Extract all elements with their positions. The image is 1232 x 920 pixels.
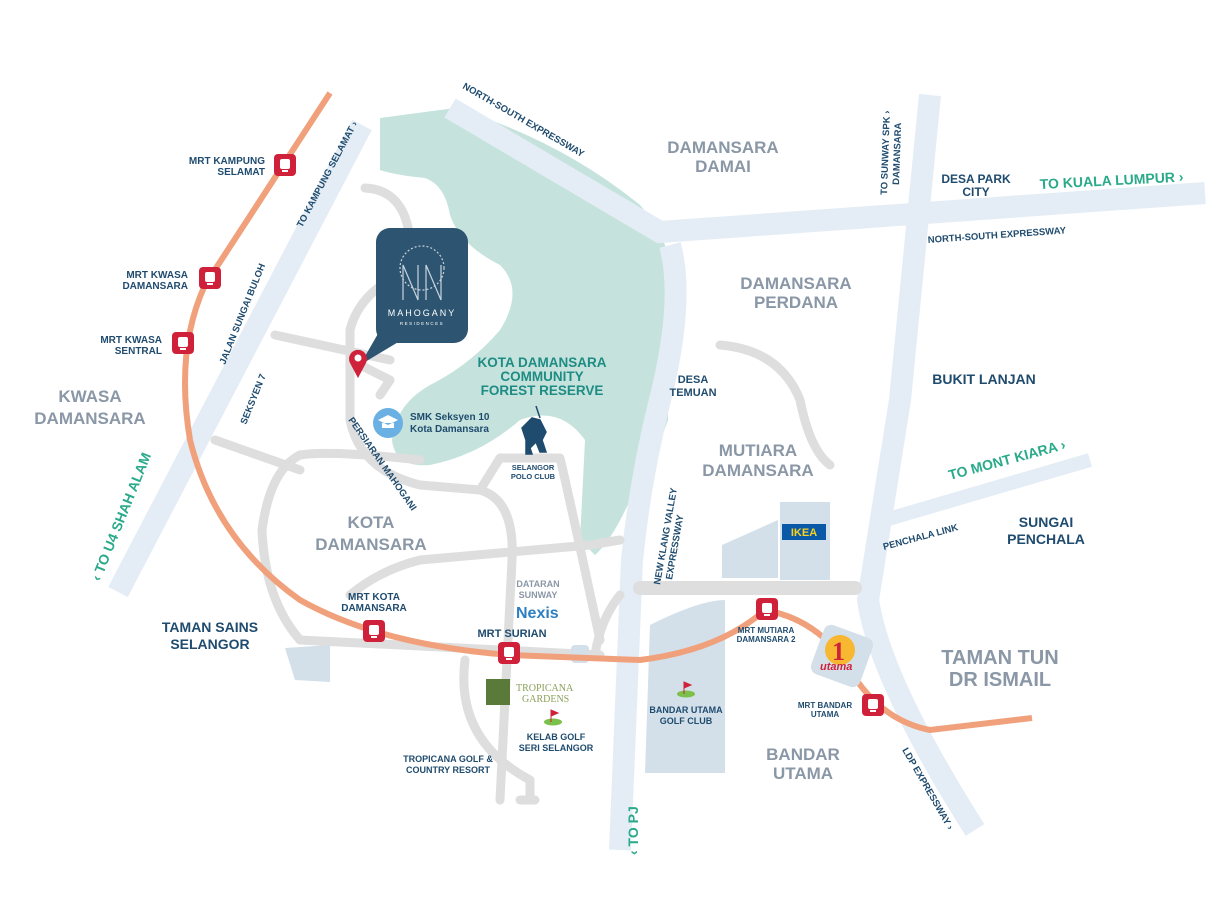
svg-text:GOLF CLUB: GOLF CLUB (660, 716, 713, 726)
svg-text:SEKSYEN 7: SEKSYEN 7 (239, 373, 269, 427)
svg-text:MRT KAMPUNG: MRT KAMPUNG (189, 156, 265, 167)
svg-text:SENTRAL: SENTRAL (115, 346, 162, 357)
mrt-station-icon[interactable] (363, 620, 385, 642)
svg-text:KWASA: KWASA (58, 387, 121, 406)
graduation-cap-icon (378, 415, 398, 428)
mrt-station-icon[interactable] (199, 267, 221, 289)
taman-sains-block (285, 645, 330, 682)
svg-text:UTAMA: UTAMA (811, 710, 840, 719)
svg-text:BANDAR: BANDAR (766, 745, 840, 764)
svg-text:MUTIARA: MUTIARA (719, 441, 797, 460)
place-labels: DESA PARK CITY BUKIT LANJAN SUNGAI PENCH… (162, 172, 1085, 775)
svg-text:COMMUNITY: COMMUNITY (500, 369, 583, 384)
mrt-station-icon[interactable] (756, 598, 778, 620)
svg-text:SELANGOR: SELANGOR (512, 463, 555, 472)
svg-text:SUNGAI: SUNGAI (1019, 514, 1073, 530)
svg-text:Kota Damansara: Kota Damansara (410, 424, 489, 435)
svg-text:KOTA: KOTA (348, 513, 395, 532)
svg-text:MRT BANDAR: MRT BANDAR (798, 701, 852, 710)
svg-text:NORTH-SOUTH EXPRESSWAY: NORTH-SOUTH EXPRESSWAY (927, 225, 1067, 246)
svg-text:TO SUNWAY SPK ›: TO SUNWAY SPK › (879, 110, 893, 195)
svg-text:KOTA DAMANSARA: KOTA DAMANSARA (478, 355, 607, 370)
svg-text:TEMUAN: TEMUAN (669, 387, 716, 399)
svg-text:DESA: DESA (678, 374, 709, 386)
svg-text:UTAMA: UTAMA (773, 764, 833, 783)
mrt-station-icon[interactable] (498, 642, 520, 664)
svg-text:KELAB GOLF: KELAB GOLF (527, 732, 586, 742)
svg-text:MRT SURIAN: MRT SURIAN (477, 628, 546, 640)
svg-text:RESIDENCES: RESIDENCES (400, 321, 444, 326)
location-pin-icon[interactable] (349, 349, 367, 378)
svg-text:PENCHALA: PENCHALA (1007, 531, 1085, 547)
svg-text:IKEA: IKEA (791, 527, 817, 539)
ikea-logo (782, 524, 826, 540)
local-roads (210, 183, 862, 805)
svg-text:CITY: CITY (962, 185, 989, 199)
station-labels: MRT KAMPUNG SELAMAT MRT KWASA DAMANSARA … (100, 156, 852, 719)
svg-text:SELAMAT: SELAMAT (217, 167, 265, 178)
svg-text:DAMANSARA: DAMANSARA (702, 461, 813, 480)
svg-text:DATARAN: DATARAN (516, 579, 559, 589)
svg-text:SERI SELANGOR: SERI SELANGOR (519, 743, 594, 753)
svg-text:COUNTRY RESORT: COUNTRY RESORT (406, 765, 491, 775)
svg-text:TAMAN SAINS: TAMAN SAINS (162, 619, 258, 635)
svg-text:‹ TO PJ: ‹ TO PJ (625, 806, 641, 855)
highways (108, 93, 1206, 851)
svg-text:SELANGOR: SELANGOR (170, 636, 249, 652)
svg-text:MRT MUTIARA: MRT MUTIARA (738, 626, 795, 635)
svg-text:POLO CLUB: POLO CLUB (511, 472, 556, 481)
svg-text:DESA PARK: DESA PARK (941, 172, 1011, 186)
svg-text:DAMANSARA: DAMANSARA (341, 603, 407, 614)
tree-logo-icon (399, 245, 445, 301)
svg-text:TROPICANA: TROPICANA (516, 683, 574, 694)
mrt-stations[interactable] (172, 154, 884, 716)
mrt-station-icon[interactable] (862, 694, 884, 716)
svg-text:MRT KWASA: MRT KWASA (100, 335, 162, 346)
svg-text:1: 1 (832, 637, 845, 666)
golf-flag-icon (677, 681, 695, 698)
svg-text:TO KUALA LUMPUR ›: TO KUALA LUMPUR › (1039, 168, 1184, 192)
tropicana-logo-icon (486, 679, 510, 705)
svg-text:BUKIT LANJAN: BUKIT LANJAN (932, 371, 1035, 387)
svg-text:TAMAN TUN: TAMAN TUN (941, 647, 1058, 669)
svg-text:BANDAR UTAMA: BANDAR UTAMA (649, 705, 723, 715)
svg-text:MRT KWASA: MRT KWASA (126, 270, 188, 281)
svg-text:utama: utama (820, 661, 852, 673)
svg-text:GARDENS: GARDENS (522, 694, 569, 705)
svg-text:DAMANSARA: DAMANSARA (891, 122, 904, 185)
svg-text:DAMANSARA 2: DAMANSARA 2 (737, 635, 796, 644)
svg-text:MRT KOTA: MRT KOTA (348, 592, 400, 603)
forest-reserve-area (380, 108, 671, 555)
golf-flag-icon (544, 709, 562, 726)
nexis-logo: Nexis (516, 605, 559, 622)
svg-text:DAMAI: DAMAI (695, 157, 751, 176)
svg-text:TROPICANA GOLF &: TROPICANA GOLF & (403, 754, 493, 764)
svg-text:DAMANSARA: DAMANSARA (122, 281, 188, 292)
mahogany-residences-callout[interactable]: MAHOGANY RESIDENCES (360, 228, 468, 365)
svg-text:SUNWAY: SUNWAY (519, 590, 558, 600)
one-utama-logo: 1 utama (810, 624, 874, 688)
district-labels: DAMANSARA DAMAI DAMANSARA PERDANA KWASA … (34, 138, 1058, 783)
svg-text:DAMANSARA: DAMANSARA (740, 274, 851, 293)
polo-player-icon (521, 405, 548, 455)
svg-text:DAMANSARA: DAMANSARA (34, 409, 145, 428)
svg-text:DAMANSARA: DAMANSARA (315, 535, 426, 554)
mrt-station-icon[interactable] (172, 332, 194, 354)
ikea-block (722, 502, 830, 580)
svg-text:DAMANSARA: DAMANSARA (667, 138, 778, 157)
svg-text:DR ISMAIL: DR ISMAIL (949, 669, 1051, 691)
mrt-station-icon[interactable] (274, 154, 296, 176)
svg-text:FOREST RESERVE: FOREST RESERVE (481, 383, 604, 398)
svg-text:SMK Seksyen 10: SMK Seksyen 10 (410, 412, 490, 423)
svg-text:PERDANA: PERDANA (754, 293, 838, 312)
svg-text:PENCHALA LINK: PENCHALA LINK (882, 522, 960, 553)
svg-text:MAHOGANY: MAHOGANY (388, 308, 457, 318)
